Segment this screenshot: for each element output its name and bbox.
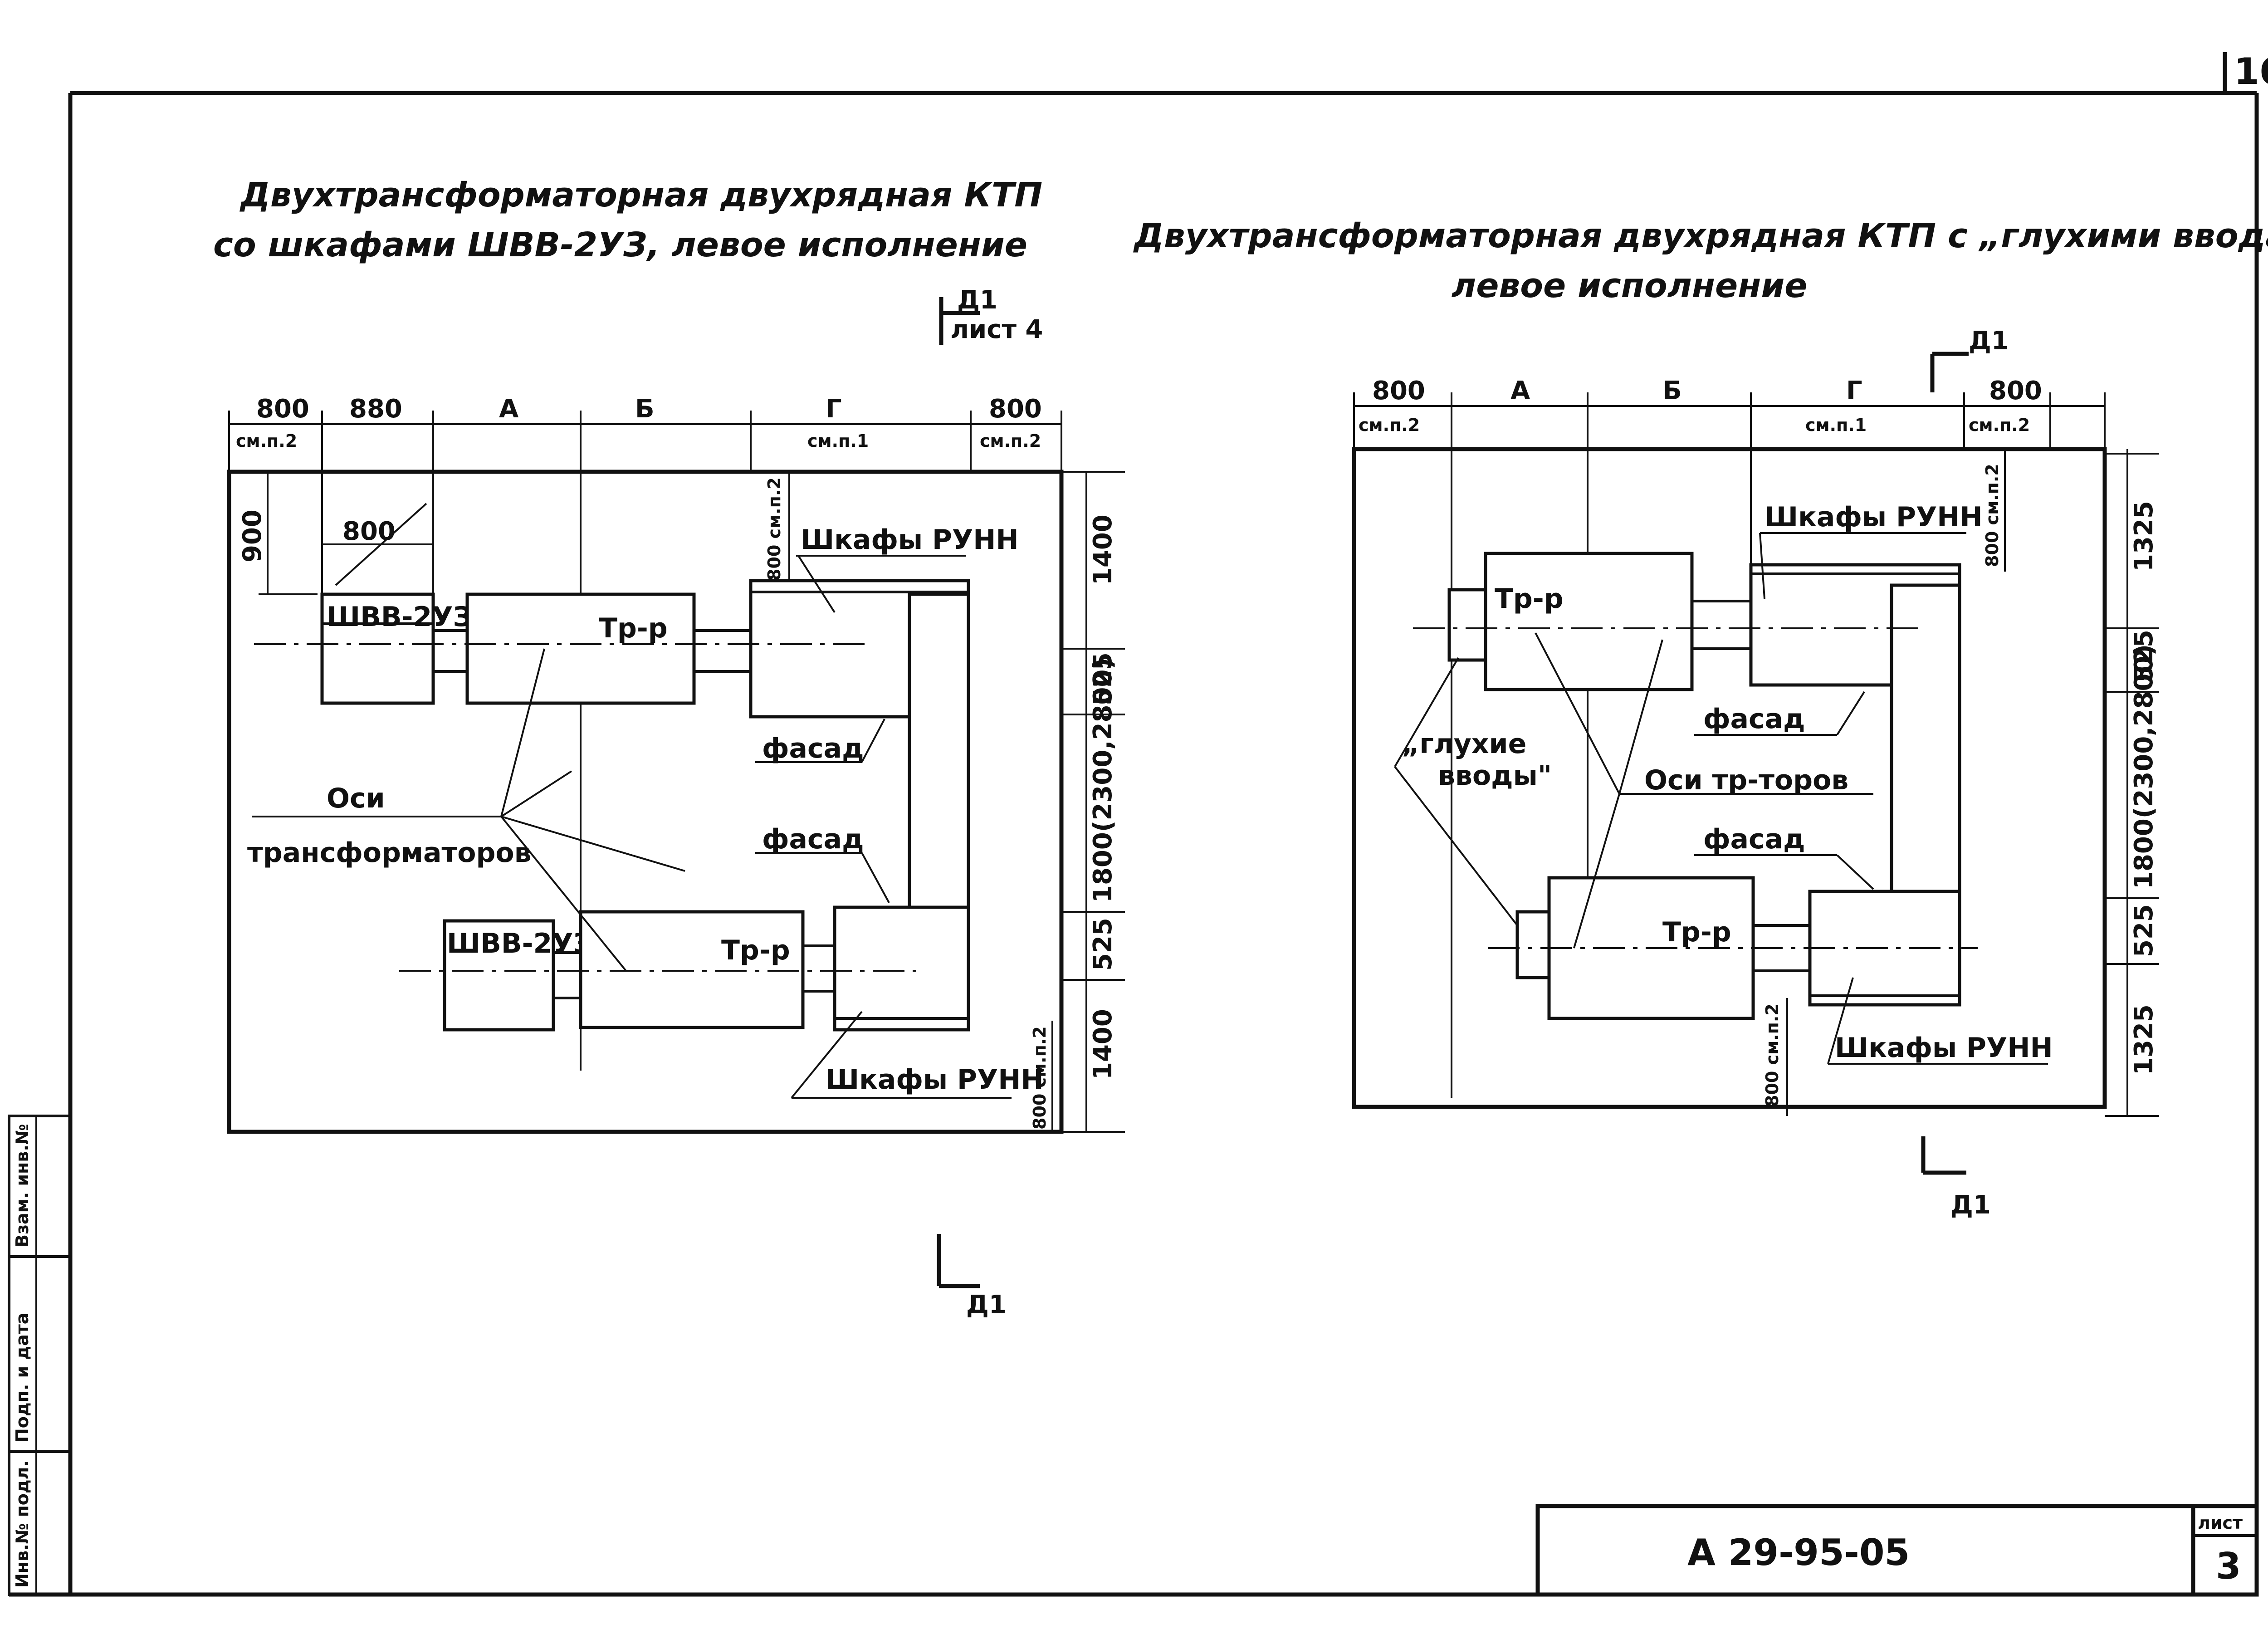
left-dim-800-vert-bottom: 800 см.п.2 xyxy=(1030,1026,1050,1130)
left-ref-1: см.п.2 xyxy=(236,431,297,451)
right-dim-r4: 525 xyxy=(2129,904,2159,957)
left-label-shvv-top: ШВВ-2УЗ xyxy=(327,601,472,633)
right-label-tr-top: Тр-р xyxy=(1495,583,1564,615)
right-title-line2: левое исполнение xyxy=(1452,266,1807,305)
right-dim-r5: 1325 xyxy=(2129,1004,2159,1075)
right-ref-1: см.п.2 xyxy=(1359,415,1420,435)
right-label-axes: Оси тр-торов xyxy=(1644,764,1848,796)
left-label-facade-bottom: фасад xyxy=(762,823,864,855)
sheet-label: лист xyxy=(2198,1513,2243,1533)
side-stamp: Инв.№ подл. Подп. и дата Взам. инв.№ xyxy=(12,1124,32,1588)
right-section-mark-top-label: Д1 xyxy=(1969,326,2009,356)
left-ref-3: см.п.2 xyxy=(980,431,1041,451)
right-dim-800-vert-bottom: 800 см.п.2 xyxy=(1762,1003,1782,1107)
left-dim-B: Б xyxy=(635,394,655,424)
left-dim-800-vert: 800 см.п.2 xyxy=(764,477,784,581)
left-transformer-bottom xyxy=(579,910,805,1029)
right-dim-r2: 525 xyxy=(2129,630,2159,683)
left-dim-800b: 800 xyxy=(989,394,1042,424)
left-dim-chain-top xyxy=(228,411,1062,1071)
left-label-axes-line1: Оси xyxy=(327,783,385,814)
left-label-rynn-bottom: Шкафы РУНН xyxy=(826,1064,1044,1096)
left-dim-r1: 1400 xyxy=(1088,514,1118,585)
right-label-facade-top: фасад xyxy=(1703,703,1805,735)
right-dim-800b: 800 xyxy=(1989,376,2042,406)
right-input-top xyxy=(1447,588,1487,662)
left-section-mark-top-label: Д1 xyxy=(957,285,997,315)
right-ref-3: см.п.2 xyxy=(1969,415,2030,435)
left-dim-900-lines xyxy=(259,472,433,595)
left-dim-880: 880 xyxy=(349,394,402,424)
left-section-mark-bottom-label: Д1 xyxy=(966,1290,1007,1320)
right-label-facade-bottom: фасад xyxy=(1703,823,1805,855)
left-label-shvv-bottom: ШВВ-2УЗ xyxy=(447,928,592,959)
left-dim-r2: 525 xyxy=(1088,652,1118,705)
right-title-line1: Двухтрансформаторная двухрядная КТП с „г… xyxy=(1133,216,2268,255)
right-label-rynn-bottom: Шкафы РУНН xyxy=(1835,1032,2053,1064)
right-input-bottom xyxy=(1515,910,1551,979)
sheet-number: 3 xyxy=(2216,1545,2241,1587)
left-label-facade-top: фасад xyxy=(762,733,864,764)
right-transformer-top xyxy=(1484,552,1694,691)
right-label-rynn-top: Шкафы РУНН xyxy=(1765,501,1983,533)
right-section-mark-top xyxy=(1930,352,1969,392)
left-title-line2: со шкафами ШВВ-2УЗ, левое исполнение xyxy=(213,225,1027,264)
left-dim-r3: 1800(2300,2800) xyxy=(1088,658,1118,903)
left-section-mark-top-ref: лист 4 xyxy=(950,315,1043,344)
right-dim-G: Г xyxy=(1846,376,1862,406)
side-stamp-field-1: Инв.№ подл. xyxy=(12,1460,32,1588)
left-section-mark-top xyxy=(939,297,980,345)
left-title-line1: Двухтрансформаторная двухрядная КТП xyxy=(240,176,1042,215)
right-label-inputs-line1: „глухие xyxy=(1402,728,1526,760)
right-dim-chain-right xyxy=(2105,449,2159,1117)
left-dim-r4: 525 xyxy=(1088,918,1118,971)
left-dim-A: А xyxy=(499,394,519,424)
side-stamp-field-2: Подп. и дата xyxy=(12,1313,32,1443)
right-section-mark-bottom xyxy=(1921,1136,1966,1175)
title-block xyxy=(1535,1504,2259,1597)
left-shvv-top xyxy=(320,592,435,705)
left-label-rynn-top: Шкафы РУНН xyxy=(801,524,1019,556)
left-dim-G: Г xyxy=(826,394,842,424)
right-label-inputs-line2: вводы" xyxy=(1438,760,1552,792)
left-shvv-bottom xyxy=(443,919,555,1032)
left-label-axes-line2: трансформаторов xyxy=(247,837,532,869)
left-dim-800-inner: 800 xyxy=(342,517,396,546)
page-number: 16 xyxy=(2234,50,2268,93)
left-label-tr-top: Тр-р xyxy=(599,612,668,644)
right-dim-800a: 800 xyxy=(1372,376,1425,406)
right-label-tr-bottom: Тр-р xyxy=(1662,916,1731,948)
left-dim-r5: 1400 xyxy=(1088,1009,1118,1080)
left-label-tr-bottom: Тр-р xyxy=(721,934,790,966)
right-ref-2: см.п.1 xyxy=(1805,415,1867,435)
left-dim-chain-right xyxy=(1061,422,1125,1133)
right-section-mark-bottom-label: Д1 xyxy=(1950,1190,1991,1220)
right-dim-800-vert-top: 800 см.п.2 xyxy=(1982,464,2002,567)
right-dim-r1: 1325 xyxy=(2129,501,2159,572)
left-dim-800a: 800 xyxy=(256,394,309,424)
right-dim-B: Б xyxy=(1662,376,1682,406)
side-stamp-field-3: Взам. инв.№ xyxy=(12,1124,32,1248)
left-ref-2: см.п.1 xyxy=(807,431,869,451)
right-dim-A: А xyxy=(1510,376,1530,406)
drawing-code: А 29-95-05 xyxy=(1687,1531,1910,1574)
left-rynn-bottom xyxy=(833,905,970,1032)
left-dim-900: 900 xyxy=(238,509,267,563)
right-dim-r3: 1800(2300,2800) xyxy=(2129,644,2159,889)
left-transformer-top xyxy=(465,592,696,705)
left-section-mark-bottom xyxy=(937,1234,980,1288)
